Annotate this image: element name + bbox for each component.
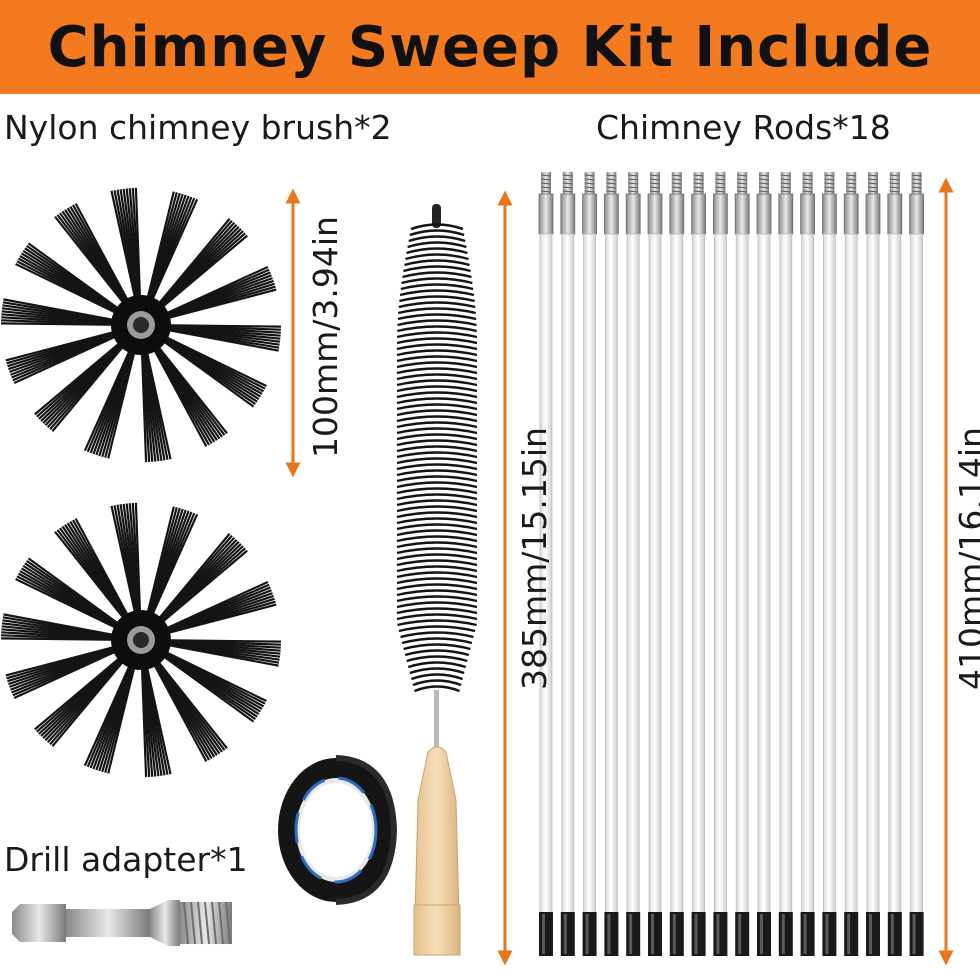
chimney-rod-icon (691, 172, 706, 956)
chimney-rod-icon (800, 172, 815, 956)
chimney-rod-icon (822, 172, 837, 956)
chimney-rod-icon (538, 172, 554, 956)
chimney-rod-icon (560, 172, 576, 956)
rod-dimension-label: 410mm/16.14in (952, 427, 980, 690)
bottle-brush-icon (396, 204, 478, 956)
tape-roll-icon (278, 755, 398, 905)
chimney-rod-icon (865, 172, 881, 956)
chimney-rod-icon (778, 172, 794, 956)
chimney-rod-icon (843, 172, 859, 956)
drill-adapter-label: Drill adapter*1 (4, 840, 248, 879)
page-title: Chimney Sweep Kit Include (47, 14, 933, 80)
chimney-rods-label: Chimney Rods*18 (596, 108, 891, 147)
chimney-rod-icon (734, 172, 750, 956)
brush-dimension-label: 100mm/3.94in (306, 216, 345, 458)
chimney-rod-icon (582, 172, 597, 956)
chimney-rod-icon (909, 172, 924, 956)
nylon-brush-label: Nylon chimney brush*2 (4, 108, 392, 147)
chimney-rod-icon (713, 172, 728, 956)
drill-adapter-icon (12, 900, 232, 946)
chimney-rod-icon (604, 172, 619, 956)
chimney-rod-icon (625, 172, 641, 956)
long-brush-dimension-label: 385mm/15.15in (515, 427, 554, 690)
rotary-brush-icon (0, 187, 282, 463)
chimney-rod-icon (647, 172, 663, 956)
chimney-rod-icon (669, 172, 685, 956)
chimney-rod-icon (887, 172, 903, 956)
rotary-brush-icon (0, 502, 282, 778)
title-banner: Chimney Sweep Kit Include (0, 0, 980, 94)
chimney-rod-icon (756, 172, 772, 956)
